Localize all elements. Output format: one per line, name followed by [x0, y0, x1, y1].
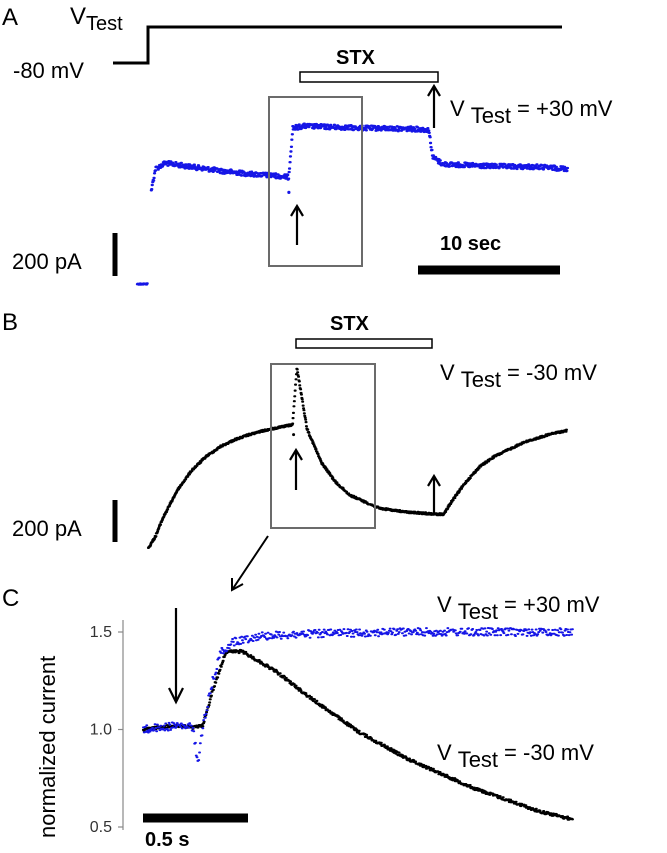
- zoom-box-b: [270, 363, 376, 529]
- trace-a-series: [149, 122, 570, 192]
- arrow-a-top: [427, 83, 441, 128]
- vtest-label: VTest: [70, 3, 123, 35]
- trace-c-plus30: [142, 627, 574, 762]
- panel-a-letter: A: [2, 4, 18, 31]
- amp-scale-label-b: 200 pA: [12, 516, 82, 541]
- arrow-a-bottom: [290, 203, 304, 245]
- stx-label-a: STX: [336, 47, 376, 69]
- panel-c-letter: C: [2, 585, 19, 612]
- arrow-b-right: [427, 473, 441, 514]
- panel-b-letter: B: [2, 309, 18, 336]
- trace-b: [146, 367, 568, 549]
- trace-a-baseline: [135, 282, 149, 286]
- time-scale-label-c: 0.5 s: [145, 829, 189, 851]
- zoom-arrow: [231, 535, 269, 592]
- trace-b-series: [146, 367, 568, 549]
- trace-a: [135, 122, 570, 286]
- y-tick-label: 1.5: [90, 624, 112, 641]
- y-tick-label: 1.0: [90, 722, 112, 739]
- stx-bar-a: [299, 71, 439, 83]
- trace-c: [141, 627, 574, 821]
- stx-bar-b: [295, 338, 433, 349]
- amp-scale-label-a: 200 pA: [12, 249, 82, 274]
- holding-potential-label: -80 mV: [13, 58, 84, 83]
- trace-c-minus30: [141, 648, 574, 821]
- trace-a-transient: [287, 190, 291, 194]
- trace-b-transient: [292, 433, 296, 437]
- time-scale-label-a: 10 sec: [440, 233, 501, 255]
- stx-label-b: STX: [330, 313, 370, 335]
- arrow-c-down: [168, 608, 184, 705]
- arrow-b-left: [289, 447, 303, 490]
- zoom-box-a: [268, 96, 363, 267]
- voltage-protocol-trace: [113, 25, 562, 65]
- y-tick-label: 0.5: [90, 819, 112, 836]
- y-axis-label: normalized current: [35, 656, 60, 838]
- y-axis-ticks: 1.5 1.0 0.5: [90, 624, 123, 836]
